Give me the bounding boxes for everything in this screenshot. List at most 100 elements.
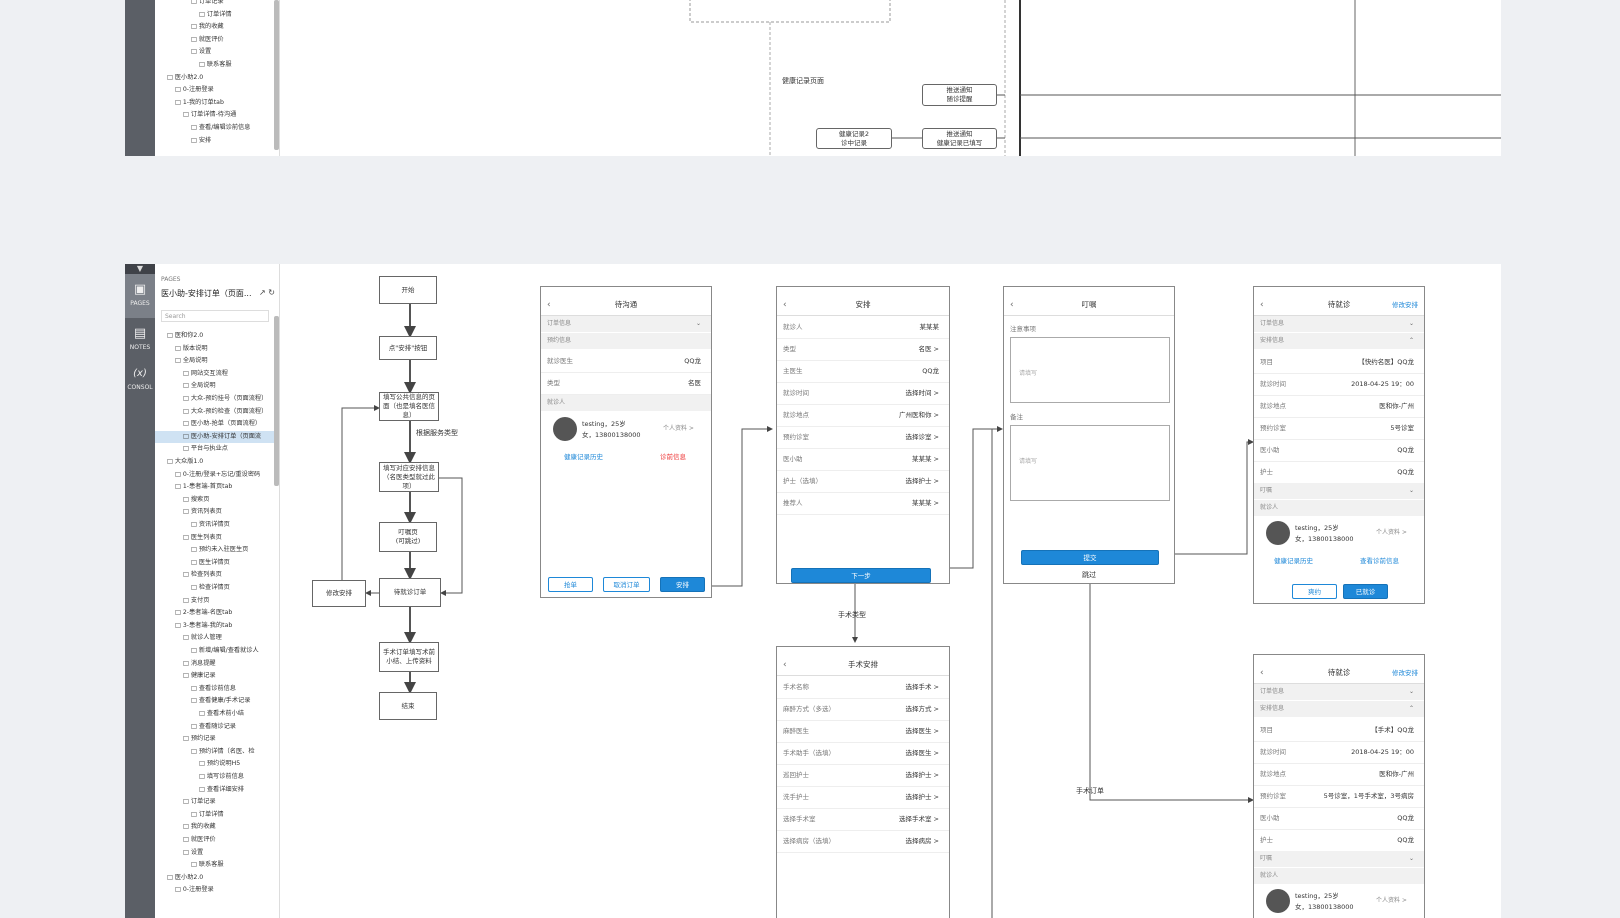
submit-button[interactable]: 提交 [1021, 550, 1159, 565]
tree-item[interactable]: □ 联系客服 [155, 859, 279, 871]
tree-item[interactable]: □ 预约详情（名医、检 [155, 746, 279, 758]
tree-item[interactable]: □ 订单记录 [155, 0, 279, 8]
export-icon[interactable]: ↗ [259, 288, 266, 297]
form-row[interactable]: 麻醉医生选择医生 > [777, 720, 949, 743]
tree-item[interactable]: □ 0-注册/登录+忘记/重设密码 [155, 469, 279, 481]
notes-textarea[interactable]: 请填写 [1010, 337, 1170, 403]
tree-item[interactable]: □ 联系客服 [155, 59, 279, 71]
tree-item[interactable]: □ 医生详情页 [155, 557, 279, 569]
patient-more-link[interactable]: 个人资料 > [663, 425, 694, 432]
form-row[interactable]: 手术助手（选填）选择医生 > [777, 742, 949, 765]
console-tab[interactable]: (x) CONSOL [125, 358, 155, 402]
back-icon[interactable]: ‹ [783, 660, 787, 670]
tree-item[interactable]: □ 网站交互流程 [155, 368, 279, 380]
chevron-down-icon[interactable]: ▼ [125, 264, 155, 274]
tree-scrollbar[interactable] [274, 0, 279, 150]
form-row[interactable]: 就诊时间选择时间 > [777, 382, 949, 405]
form-row[interactable]: 就诊地点广州医和你 > [777, 404, 949, 427]
tree-item[interactable]: □ 大众-预约挂号（页面流程） [155, 393, 279, 405]
tree-item[interactable]: □ 0-注册登录 [155, 84, 279, 96]
back-icon[interactable]: ‹ [783, 300, 787, 310]
tree-item[interactable]: □ 资讯列表页 [155, 506, 279, 518]
form-row[interactable]: 手术名称选择手术 > [777, 676, 949, 699]
tree-item[interactable]: □ 安排 [155, 135, 279, 147]
form-row[interactable]: 麻醉方式（多选）选择方式 > [777, 698, 949, 721]
tree-item[interactable]: □ 2-患者端-名医tab [155, 607, 279, 619]
form-row[interactable]: 项目【手术】QQ龙 [1254, 719, 1424, 742]
tree-item[interactable]: □ 查看随诊记录 [155, 721, 279, 733]
tree-item[interactable]: □ 健康记录 [155, 670, 279, 682]
tree-item[interactable]: □ 就医评价 [155, 34, 279, 46]
skip-link[interactable]: 跳过 [1082, 571, 1096, 579]
missed-button[interactable]: 爽约 [1292, 584, 1337, 599]
form-row[interactable]: 巡回护士选择护士 > [777, 764, 949, 787]
tree-scrollbar[interactable] [274, 316, 279, 486]
tree-item[interactable]: □ 消息提醒 [155, 658, 279, 670]
form-row[interactable]: 洗手护士选择护士 > [777, 786, 949, 809]
sec-arrange-info[interactable]: 安排信息⌃ [1254, 333, 1424, 349]
tree-item[interactable]: □ 1-我的订单tab [155, 97, 279, 109]
tree-item[interactable]: □ 1-患者端-首页tab [155, 481, 279, 493]
tree-item[interactable]: □ 订单详情 [155, 9, 279, 21]
tree-item[interactable]: □ 医和你2.0 [155, 330, 279, 342]
health-history-link[interactable]: 健康记录历史 [1274, 557, 1313, 565]
tree-item[interactable]: □ 大众版1.0 [155, 456, 279, 468]
tree-item[interactable]: □ 填写诊前信息 [155, 771, 279, 783]
patient-more-link[interactable]: 个人资料 > [1376, 529, 1407, 536]
tree-item[interactable]: □ 就诊人管理 [155, 632, 279, 644]
sec-order-info[interactable]: 订单信息⌄ [1254, 684, 1424, 700]
tree-item[interactable]: □ 医小助-抢单（页面流程） [155, 418, 279, 430]
tree-item[interactable]: □ 就医评价 [155, 834, 279, 846]
tree-item[interactable]: □ 我的收藏 [155, 821, 279, 833]
form-row[interactable]: 选择病房（选填）选择病房 > [777, 830, 949, 853]
form-row[interactable]: 项目【快约名医】QQ龙 [1254, 351, 1424, 374]
arrange-button[interactable]: 安排 [660, 577, 705, 592]
tree-item[interactable]: □ 设置 [155, 847, 279, 859]
form-row[interactable]: 就诊人某某某 [777, 316, 949, 339]
cancel-order-button[interactable]: 取消订单 [603, 577, 650, 592]
tree-item[interactable]: □ 资讯详情页 [155, 519, 279, 531]
tree-item[interactable]: □ 预约说明H5 [155, 758, 279, 770]
tree-item[interactable]: □ 新增/编辑/查看就诊人 [155, 645, 279, 657]
tree-item[interactable]: □ 订单详情-待沟通 [155, 109, 279, 121]
sec-arrange-info[interactable]: 安排信息⌃ [1254, 701, 1424, 717]
tree-item[interactable]: □ 查看/编辑诊前信息 [155, 122, 279, 134]
tree-item[interactable]: □ 医小助-安排订单（页面流 [155, 430, 279, 443]
health-history-link[interactable]: 健康记录历史 [564, 453, 603, 461]
visited-button[interactable]: 已就诊 [1343, 584, 1388, 599]
pre-consult-link[interactable]: 诊前信息 [660, 453, 686, 461]
back-icon[interactable]: ‹ [1010, 300, 1014, 310]
tree-item[interactable]: □ 预约未入驻医生页 [155, 544, 279, 556]
tree-item[interactable]: □ 大众-预约检查（页面流程） [155, 406, 279, 418]
view-pre-consult-link[interactable]: 查看诊前信息 [1360, 557, 1399, 565]
back-icon[interactable]: ‹ [1260, 300, 1264, 310]
tree-item[interactable]: □ 3-患者端-我的tab [155, 620, 279, 632]
refresh-icon[interactable]: ↻ [268, 288, 275, 297]
form-row[interactable]: 预约诊室选择诊室 > [777, 426, 949, 449]
form-row[interactable]: 类型名医 > [777, 338, 949, 361]
tree-item[interactable]: □ 检查列表页 [155, 569, 279, 581]
modify-arrange-link[interactable]: 修改安排 [1392, 669, 1418, 677]
tree-item[interactable]: □ 预约记录 [155, 733, 279, 745]
form-row[interactable]: 推荐人某某某 > [777, 492, 949, 515]
tree-item[interactable]: □ 我的收藏 [155, 21, 279, 33]
tree-item[interactable]: □ 版本说明 [155, 343, 279, 355]
notes-tab[interactable]: ▤ NOTES [125, 318, 155, 362]
tree-item[interactable]: □ 查看详细安排 [155, 784, 279, 796]
form-row[interactable]: 医小助某某某 > [777, 448, 949, 471]
sec-advice[interactable]: 叮嘱⌄ [1254, 851, 1424, 867]
tree-item[interactable]: □ 医小助2.0 [155, 872, 279, 884]
next-step-button[interactable]: 下一步 [791, 568, 931, 583]
sec-order-info[interactable]: 订单信息⌄ [541, 316, 711, 332]
tree-search-input[interactable]: Search [161, 310, 269, 322]
sec-advice[interactable]: 叮嘱⌄ [1254, 483, 1424, 499]
